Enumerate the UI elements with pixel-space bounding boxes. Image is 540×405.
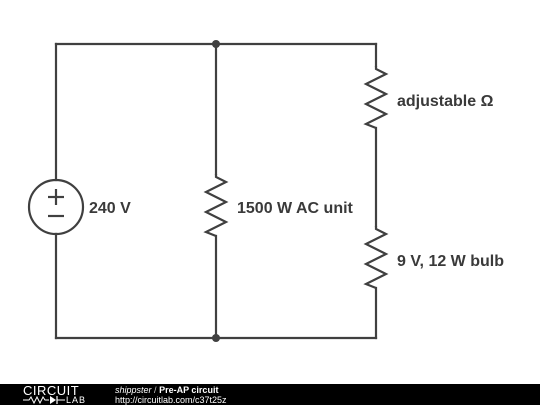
footer-info: shippster / Pre-AP circuit http://circui… [115, 385, 227, 405]
logo-resistor-diode-icon [23, 395, 65, 404]
resistor-ac-unit [203, 174, 229, 238]
circuit-schematic: 240 V 1500 W AC unit adjustable Ω 9 V, 1… [27, 40, 504, 342]
author-name[interactable]: shippster [115, 385, 152, 395]
logo-wordmark-bottom: LAB [66, 395, 87, 405]
voltage-source [27, 178, 85, 236]
wires [54, 42, 378, 340]
resistor-bulb [363, 226, 389, 290]
circuitlab-logo[interactable]: CIRCUIT LAB [20, 384, 92, 405]
logo-wordmark-top: CIRCUIT [23, 383, 80, 398]
ac-unit-label: 1500 W AC unit [237, 200, 354, 217]
bulb-label: 9 V, 12 W bulb [397, 253, 504, 270]
resistor-adjustable [363, 66, 389, 130]
junction-dot-bottom [212, 334, 220, 342]
voltage-source-label: 240 V [89, 200, 131, 217]
adjustable-resistor-label: adjustable Ω [397, 93, 494, 110]
voltage-source-circle [27, 178, 85, 236]
footer-bar: CIRCUIT LAB shippster / Pre-AP circuit h… [0, 384, 540, 405]
circuit-title[interactable]: Pre-AP circuit [159, 385, 219, 395]
footer-separator: / [154, 385, 157, 395]
circuit-url-link[interactable]: http://circuitlab.com/c37t25z [115, 395, 227, 405]
junction-dot-top [212, 40, 220, 48]
